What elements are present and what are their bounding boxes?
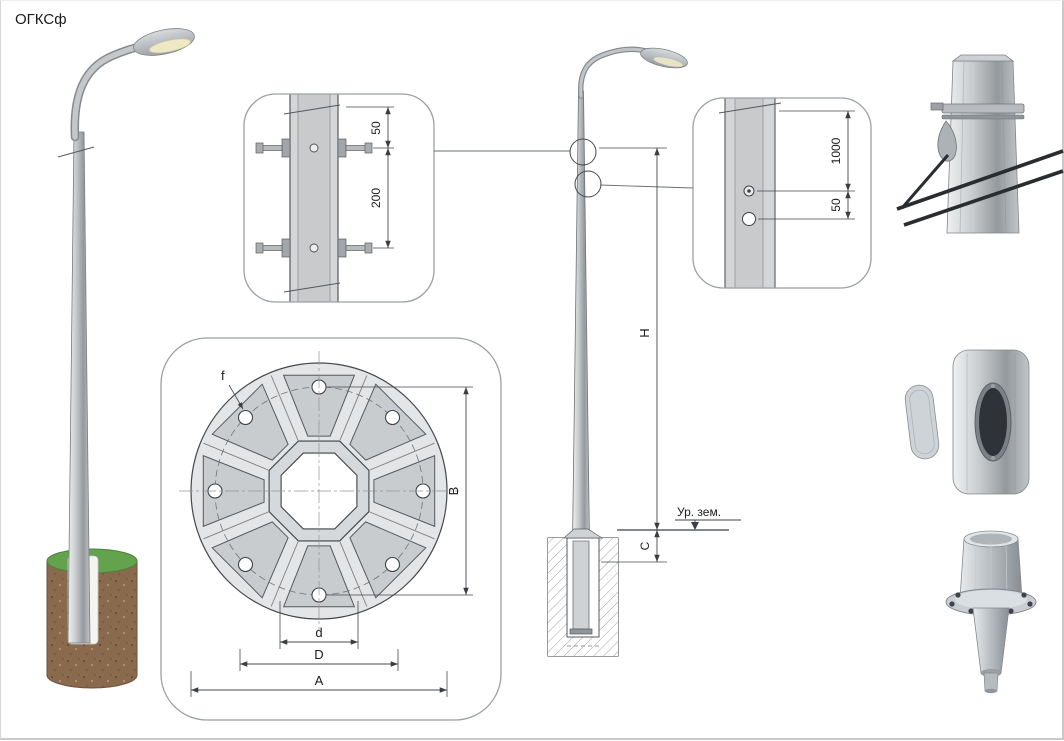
anchor-base-render bbox=[945, 530, 1037, 694]
label-H: H bbox=[637, 328, 652, 337]
break-mark bbox=[57, 146, 95, 158]
grout-collar bbox=[563, 528, 604, 539]
label-d: d bbox=[315, 625, 322, 640]
callout-leader-line bbox=[599, 184, 694, 189]
pole-top-cap bbox=[951, 54, 1015, 62]
label-B: B bbox=[446, 487, 461, 496]
flange-groove bbox=[339, 375, 368, 441]
dim-50-top: 50 bbox=[369, 121, 383, 135]
detail-marker-circle-lower bbox=[574, 170, 602, 198]
leader-f bbox=[228, 384, 244, 410]
dim-200: 200 bbox=[369, 188, 383, 208]
wedge-clamp bbox=[937, 120, 957, 162]
label-C: C bbox=[638, 541, 652, 550]
flange-bolt-hole bbox=[955, 592, 961, 598]
cable bbox=[900, 154, 950, 209]
break-mark bbox=[283, 104, 341, 115]
flange-groove bbox=[203, 442, 269, 471]
callout-frame bbox=[692, 97, 872, 289]
hole-symbol bbox=[742, 212, 756, 226]
pole-embedded bbox=[572, 540, 590, 630]
pole-base-plate bbox=[569, 628, 593, 635]
callout-bg bbox=[693, 98, 871, 288]
mounting-hole bbox=[309, 143, 319, 153]
flange-groove bbox=[339, 541, 368, 607]
luminaire-elevation bbox=[640, 47, 688, 69]
lamp-arm-elevation bbox=[577, 46, 649, 99]
ground-level-label: Ур. зем. bbox=[677, 505, 721, 519]
detail-callout-pole-upper: 1000 50 bbox=[692, 97, 872, 289]
handhole-bolt bbox=[991, 384, 995, 388]
mounting-hole bbox=[309, 243, 319, 253]
cover-plate bbox=[904, 384, 940, 460]
pole-elevation-view: Ур. зем. H C bbox=[547, 46, 741, 657]
flange-bolt-hole bbox=[237, 556, 254, 573]
label-D: D bbox=[314, 647, 323, 662]
handhole-opening bbox=[979, 388, 1007, 456]
base-tube-bore bbox=[970, 533, 1012, 545]
break-mark bbox=[718, 102, 782, 114]
pole-shaft-elevation bbox=[572, 90, 590, 545]
base-flange-top bbox=[955, 590, 1027, 609]
cable-clamp-render bbox=[896, 54, 1064, 234]
base-skirt bbox=[972, 607, 1010, 674]
flange-bolt-hole bbox=[968, 608, 974, 614]
band-clamp bbox=[941, 103, 1025, 114]
flange-bolt-hole bbox=[1008, 608, 1014, 614]
pole-shaft-3d bbox=[67, 131, 91, 644]
bolt-center bbox=[747, 189, 751, 193]
drawing-title: ОГКСф bbox=[15, 11, 67, 28]
label-f: f bbox=[221, 368, 225, 383]
callout-frame bbox=[243, 93, 435, 303]
handhole-cover-render bbox=[904, 349, 1030, 495]
flange-bolt-hole bbox=[949, 601, 955, 607]
break-mark bbox=[283, 282, 341, 293]
pole-3d-render bbox=[46, 28, 195, 689]
label-A: A bbox=[315, 673, 324, 688]
flange-groove bbox=[270, 541, 299, 607]
flange-groove bbox=[369, 442, 435, 471]
lamp-arm-highlight bbox=[579, 47, 648, 98]
ground-marker-arrow bbox=[691, 522, 699, 530]
flange-bolt-hole bbox=[384, 409, 401, 426]
cable bbox=[903, 169, 1064, 227]
callout-frame bbox=[160, 337, 502, 721]
detail-callout-pole-clamp: 50 200 bbox=[243, 93, 570, 303]
dim-50-bottom: 50 bbox=[829, 198, 843, 212]
detail-marker-circle-upper bbox=[569, 138, 597, 166]
band-clamp-lower bbox=[941, 114, 1025, 120]
dim-1000: 1000 bbox=[829, 137, 843, 164]
flange-groove bbox=[270, 375, 299, 441]
lamp-arm bbox=[72, 41, 154, 140]
flange-groove bbox=[369, 511, 435, 540]
base-tail bbox=[983, 672, 999, 692]
flange-bolt-hole bbox=[384, 556, 401, 573]
flange-bolt-hole bbox=[237, 409, 254, 426]
flange-bolt-hole bbox=[1027, 601, 1033, 607]
cable bbox=[896, 149, 1064, 211]
flange-groove bbox=[203, 511, 269, 540]
luminaire-3d bbox=[133, 28, 195, 56]
flange-bolt-hole bbox=[1021, 592, 1027, 598]
flange-detail-callout: f B d D A bbox=[160, 337, 502, 721]
callout-bg bbox=[244, 94, 434, 302]
base-tail-end bbox=[985, 688, 997, 694]
clamp-bolt bbox=[930, 102, 944, 111]
handhole-bolt bbox=[991, 456, 995, 460]
